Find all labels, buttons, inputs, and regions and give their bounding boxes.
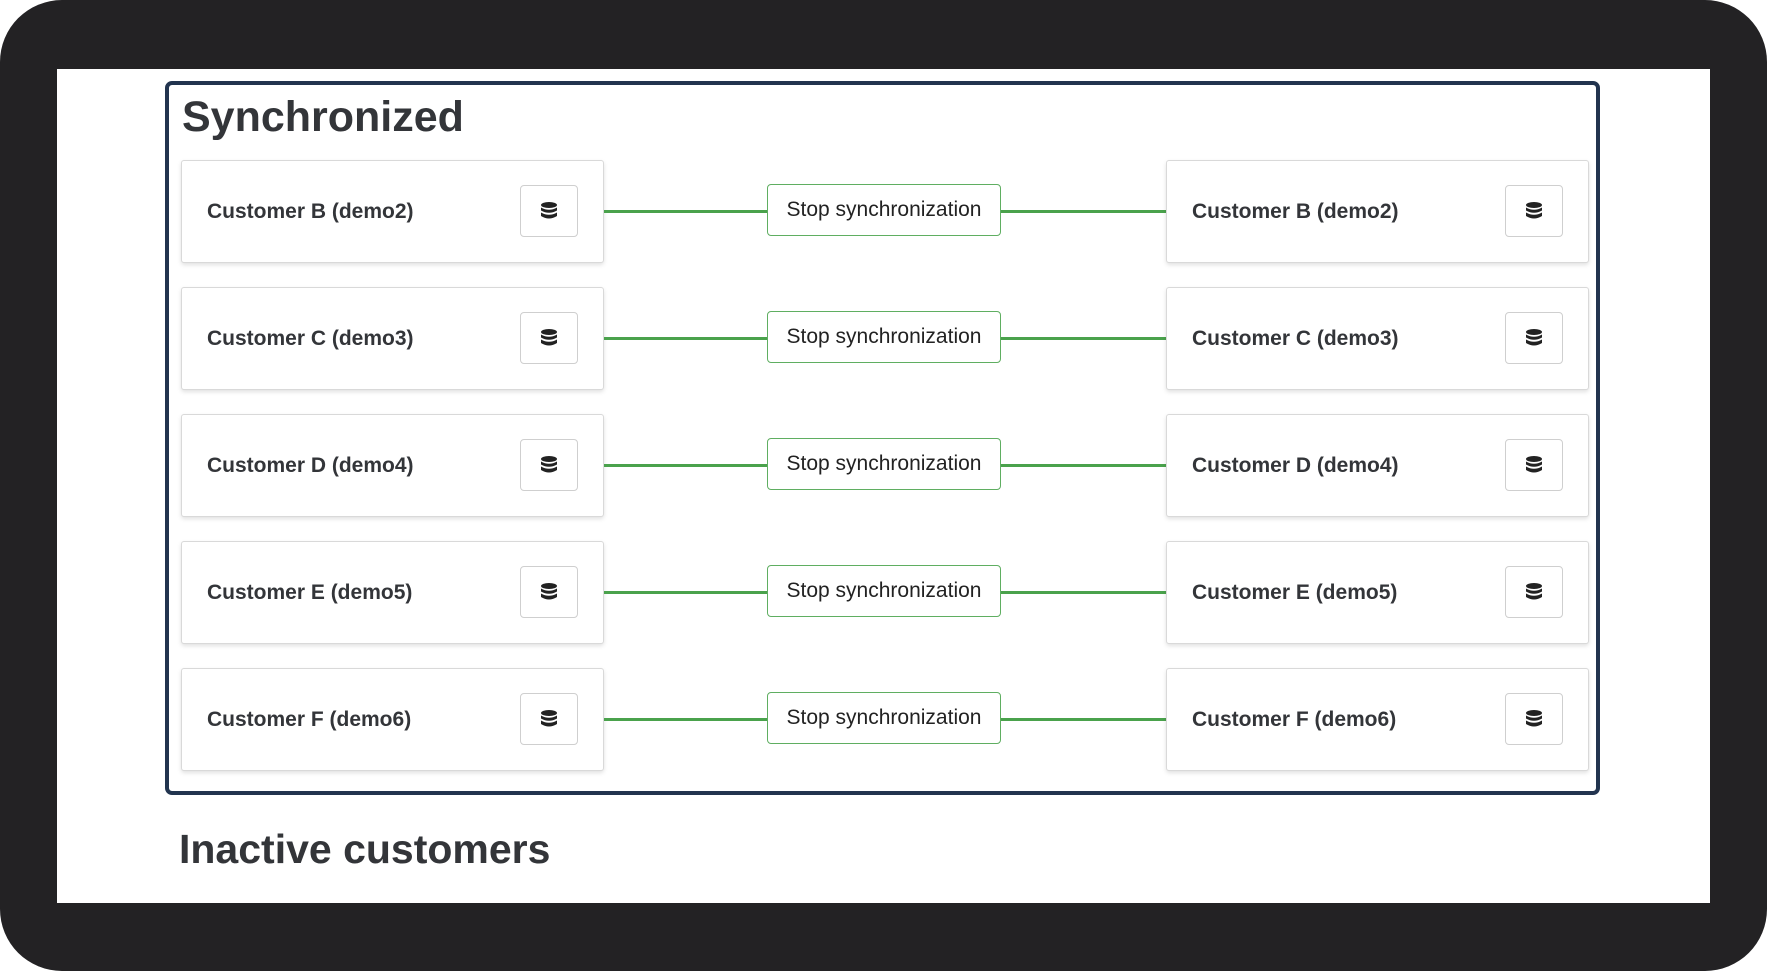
database-icon [1526,583,1542,600]
source-database-button[interactable] [520,312,578,364]
target-customer-card: Customer C (demo3) [1166,287,1589,390]
database-icon [541,583,557,600]
source-database-button[interactable] [520,693,578,745]
source-database-button[interactable] [520,566,578,618]
target-customer-label: Customer D (demo4) [1192,454,1399,477]
connector-line [604,464,767,467]
target-customer-label: Customer F (demo6) [1192,708,1397,731]
stop-synchronization-button[interactable]: Stop synchronization [767,565,1001,617]
target-customer-card: Customer B (demo2) [1166,160,1589,263]
database-icon [1526,329,1542,346]
sync-row: Customer E (demo5) Stop synchronization … [181,541,1589,644]
database-icon [1526,456,1542,473]
source-customer-card: Customer B (demo2) [181,160,604,263]
source-customer-card: Customer D (demo4) [181,414,604,517]
target-database-button[interactable] [1505,693,1563,745]
connector-line [1001,337,1166,340]
connector-line [1001,591,1166,594]
sync-row: Customer F (demo6) Stop synchronization … [181,668,1589,771]
source-customer-label: Customer D (demo4) [207,454,414,477]
synchronized-title: Synchronized [182,93,464,141]
source-customer-label: Customer B (demo2) [207,200,414,223]
stop-synchronization-button[interactable]: Stop synchronization [767,438,1001,490]
target-database-button[interactable] [1505,312,1563,364]
connector-line [1001,210,1166,213]
sync-row: Customer B (demo2) Stop synchronization … [181,160,1589,263]
target-customer-card: Customer F (demo6) [1166,668,1589,771]
connector-line [1001,464,1166,467]
inactive-customers-title: Inactive customers [179,826,551,872]
source-database-button[interactable] [520,439,578,491]
connector-line [604,591,767,594]
sync-row: Customer C (demo3) Stop synchronization … [181,287,1589,390]
source-customer-label: Customer F (demo6) [207,708,412,731]
connector-line [604,337,767,340]
target-database-button[interactable] [1505,566,1563,618]
target-database-button[interactable] [1505,185,1563,237]
source-database-button[interactable] [520,185,578,237]
target-customer-card: Customer E (demo5) [1166,541,1589,644]
stop-synchronization-button[interactable]: Stop synchronization [767,692,1001,744]
connector-line [604,718,767,721]
database-icon [1526,202,1542,219]
database-icon [541,710,557,727]
stop-synchronization-button[interactable]: Stop synchronization [767,184,1001,236]
connector-line [604,210,767,213]
source-customer-label: Customer C (demo3) [207,327,414,350]
database-icon [541,329,557,346]
source-customer-card: Customer E (demo5) [181,541,604,644]
target-database-button[interactable] [1505,439,1563,491]
synchronized-panel: Synchronized Customer B (demo2) Stop syn… [165,81,1600,795]
source-customer-card: Customer F (demo6) [181,668,604,771]
target-customer-label: Customer E (demo5) [1192,581,1398,604]
database-icon [541,202,557,219]
target-customer-card: Customer D (demo4) [1166,414,1589,517]
screen: Synchronized Customer B (demo2) Stop syn… [57,69,1710,903]
target-customer-label: Customer C (demo3) [1192,327,1399,350]
sync-row: Customer D (demo4) Stop synchronization … [181,414,1589,517]
target-customer-label: Customer B (demo2) [1192,200,1399,223]
source-customer-card: Customer C (demo3) [181,287,604,390]
connector-line [1001,718,1166,721]
stop-synchronization-button[interactable]: Stop synchronization [767,311,1001,363]
database-icon [541,456,557,473]
database-icon [1526,710,1542,727]
source-customer-label: Customer E (demo5) [207,581,413,604]
